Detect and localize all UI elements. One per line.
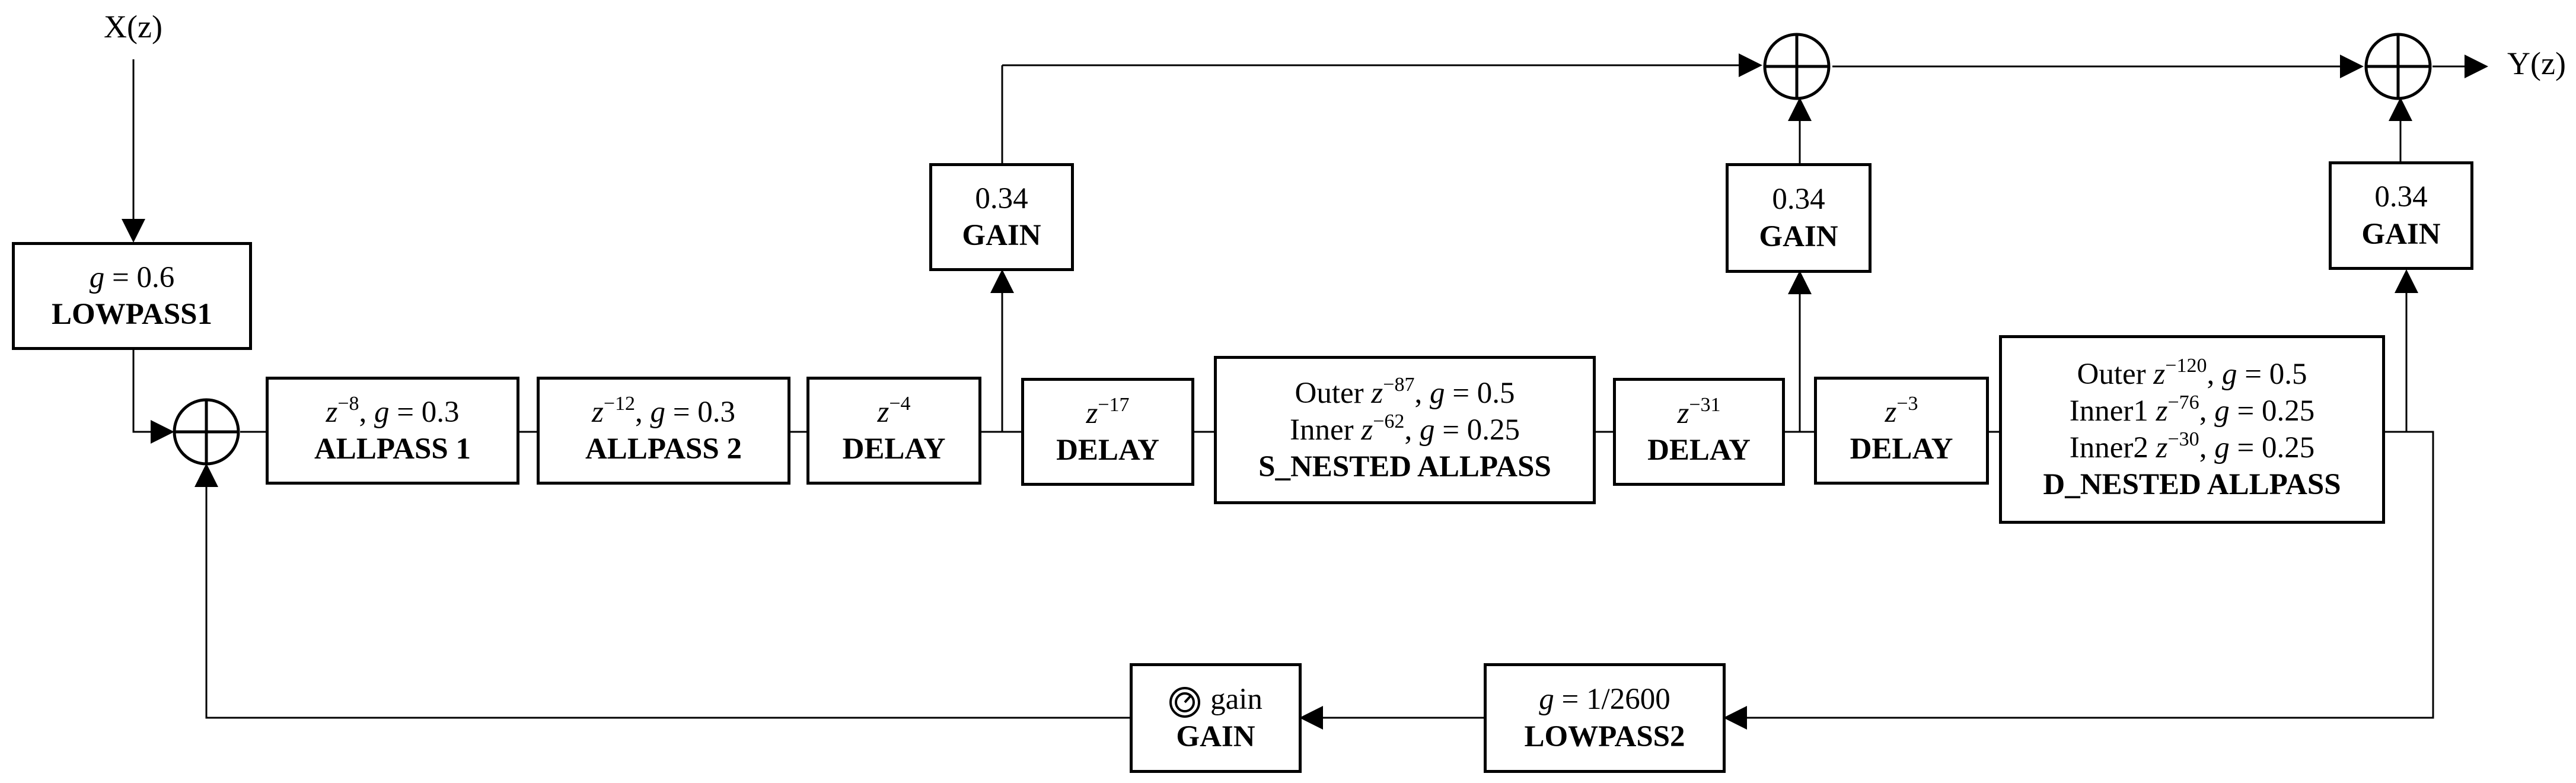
input-label: X(z) — [104, 9, 162, 44]
allpass2-block: z−12, g = 0.3 ALLPASS 2 — [537, 377, 790, 485]
delay4-title: DELAY — [842, 432, 946, 466]
wire-feedback-right — [1723, 431, 2434, 730]
summing-junction-input — [173, 398, 240, 466]
s-nested-allpass-block: Outer z−87, g = 0.5 Inner z−62, g = 0.25… — [1214, 356, 1596, 504]
allpass2-title: ALLPASS 2 — [585, 432, 742, 466]
gain-tap1-block: 0.34 GAIN — [929, 163, 1074, 271]
allpass1-block: z−8, g = 0.3 ALLPASS 1 — [266, 377, 519, 485]
delay3-title: DELAY — [1850, 432, 1953, 466]
summing-junction-tap2 — [1763, 33, 1831, 100]
gain-tap2-title: GAIN — [1759, 219, 1838, 253]
gain-tap2-block: 0.34 GAIN — [1726, 163, 1872, 273]
gain-tap3-value: 0.34 — [2374, 180, 2428, 214]
d-nested-allpass-block: Outer z−120, g = 0.5 Inner1 z−76, g = 0.… — [1999, 335, 2385, 524]
d-nested-title: D_NESTED ALLPASS — [2043, 468, 2341, 502]
lowpass2-param: g = 1/2600 — [1539, 683, 1670, 717]
delay17-param: z−17 — [1086, 393, 1130, 430]
s-nested-outer-param: Outer z−87, g = 0.5 — [1295, 373, 1515, 410]
output-label: Y(z) — [2507, 46, 2566, 81]
lowpass1-title: LOWPASS1 — [51, 298, 213, 331]
delay4-param: z−4 — [877, 392, 911, 429]
s-nested-inner-param: Inner z−62, g = 0.25 — [1290, 410, 1520, 447]
delay4-block: z−4 DELAY — [806, 377, 981, 485]
lowpass1-param: g = 0.6 — [89, 260, 175, 294]
gain-tap3-block: 0.34 GAIN — [2329, 161, 2473, 270]
allpass1-title: ALLPASS 1 — [314, 432, 471, 466]
wire-gain-to-sum — [195, 463, 1130, 719]
allpass1-param: z−8, g = 0.3 — [326, 392, 460, 429]
delay31-param: z−31 — [1677, 393, 1721, 430]
gain-tap3-title: GAIN — [2361, 217, 2441, 251]
delay31-title: DELAY — [1647, 434, 1751, 467]
d-nested-inner1-param: Inner1 z−76, g = 0.25 — [2069, 391, 2315, 428]
d-nested-outer-param: Outer z−120, g = 0.5 — [2077, 354, 2307, 391]
gain-feedback-block: gain GAIN — [1130, 663, 1302, 773]
summing-junction-output — [2364, 33, 2432, 100]
gain-tap1-value: 0.34 — [975, 182, 1028, 215]
gain-feedback-title: GAIN — [1176, 720, 1255, 753]
lowpass1-block: g = 0.6 LOWPASS1 — [12, 242, 252, 350]
wire-lowpass1-to-sum — [132, 350, 174, 444]
delay3-param: z−3 — [1885, 392, 1918, 429]
delay31-block: z−31 DELAY — [1613, 378, 1785, 486]
lowpass2-title: LOWPASS2 — [1524, 720, 1685, 753]
delay3-block: z−3 DELAY — [1814, 377, 1989, 485]
allpass2-param: z−12, g = 0.3 — [591, 392, 736, 429]
gain-tap2-value: 0.34 — [1772, 183, 1825, 217]
gain-tap1-title: GAIN — [962, 219, 1041, 252]
s-nested-title: S_NESTED ALLPASS — [1258, 450, 1551, 484]
d-nested-inner2-param: Inner2 z−30, g = 0.25 — [2069, 428, 2315, 465]
lowpass2-block: g = 1/2600 LOWPASS2 — [1484, 663, 1726, 773]
delay17-block: z−17 DELAY — [1021, 378, 1194, 486]
delay17-title: DELAY — [1056, 434, 1159, 467]
gain-feedback-value: gain — [1169, 681, 1263, 718]
knob-icon — [1169, 686, 1201, 718]
